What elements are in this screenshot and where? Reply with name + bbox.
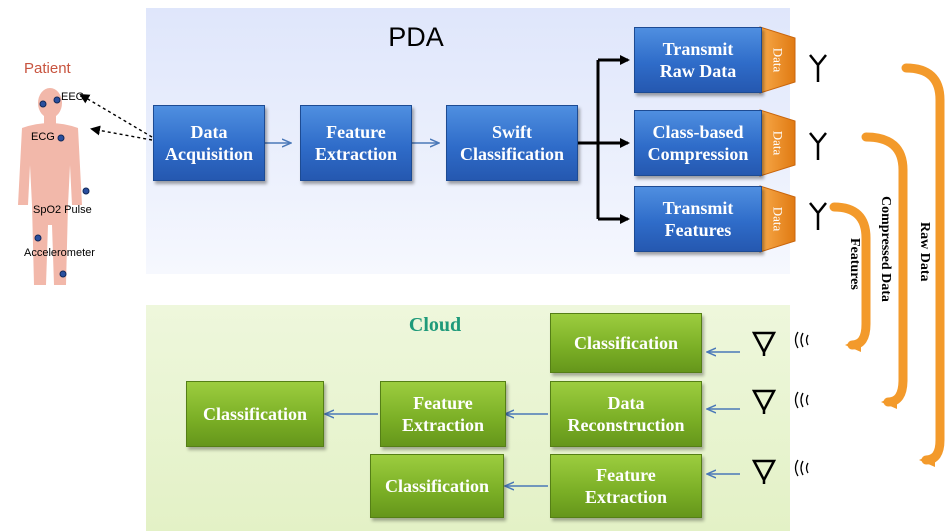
block-transmit-raw-data: Transmit Raw Data — [634, 27, 762, 93]
data-tag-raw: Data — [760, 24, 794, 96]
signal-waves — [794, 331, 809, 477]
block-cloud-classification-left: Classification — [186, 381, 324, 447]
data-tag-features: Data — [760, 183, 794, 255]
block-data-reconstruction: Data Reconstruction — [550, 381, 702, 447]
sensor-dots — [34, 96, 90, 278]
data-tag-features-label: Data — [769, 206, 785, 232]
block-cloud-feature-extraction-bottom: Feature Extraction — [550, 454, 702, 518]
sensor-label-ecg: ECG — [31, 131, 55, 143]
block-swift-classification: Swift Classification — [446, 105, 578, 181]
pda-antennas — [809, 54, 827, 230]
block-cloud-feature-extraction: Feature Extraction — [380, 381, 506, 447]
flow-arcs — [829, 63, 945, 467]
block-cloud-classification-bottom: Classification — [370, 454, 504, 518]
data-tag-raw-label: Data — [769, 47, 785, 73]
flow-label-compressed-data: Compressed Data — [878, 196, 893, 302]
patient-label: Patient — [24, 60, 71, 77]
block-data-acquisition: Data Acquisition — [153, 105, 265, 181]
block-transmit-features: Transmit Features — [634, 186, 762, 252]
block-class-based-compression: Class-based Compression — [634, 110, 762, 176]
data-tag-compressed: Data — [760, 107, 794, 179]
pda-title: PDA — [388, 22, 444, 52]
data-tag-shapes — [759, 26, 796, 253]
sensor-label-eeg: EEG — [61, 91, 85, 103]
flow-label-raw-data: Raw Data — [917, 222, 932, 282]
sensor-label-spo2: SpO2 Pulse — [33, 204, 92, 216]
data-tag-compressed-label: Data — [769, 130, 785, 156]
block-feature-extraction: Feature Extraction — [300, 105, 412, 181]
sensor-label-accelerometer: Accelerometer — [24, 247, 95, 259]
block-cloud-classification-top: Classification — [550, 313, 702, 373]
cloud-antennas — [751, 331, 777, 484]
cloud-title: Cloud — [408, 314, 462, 336]
flow-label-features: Features — [847, 238, 862, 290]
patient-figure — [18, 88, 82, 285]
